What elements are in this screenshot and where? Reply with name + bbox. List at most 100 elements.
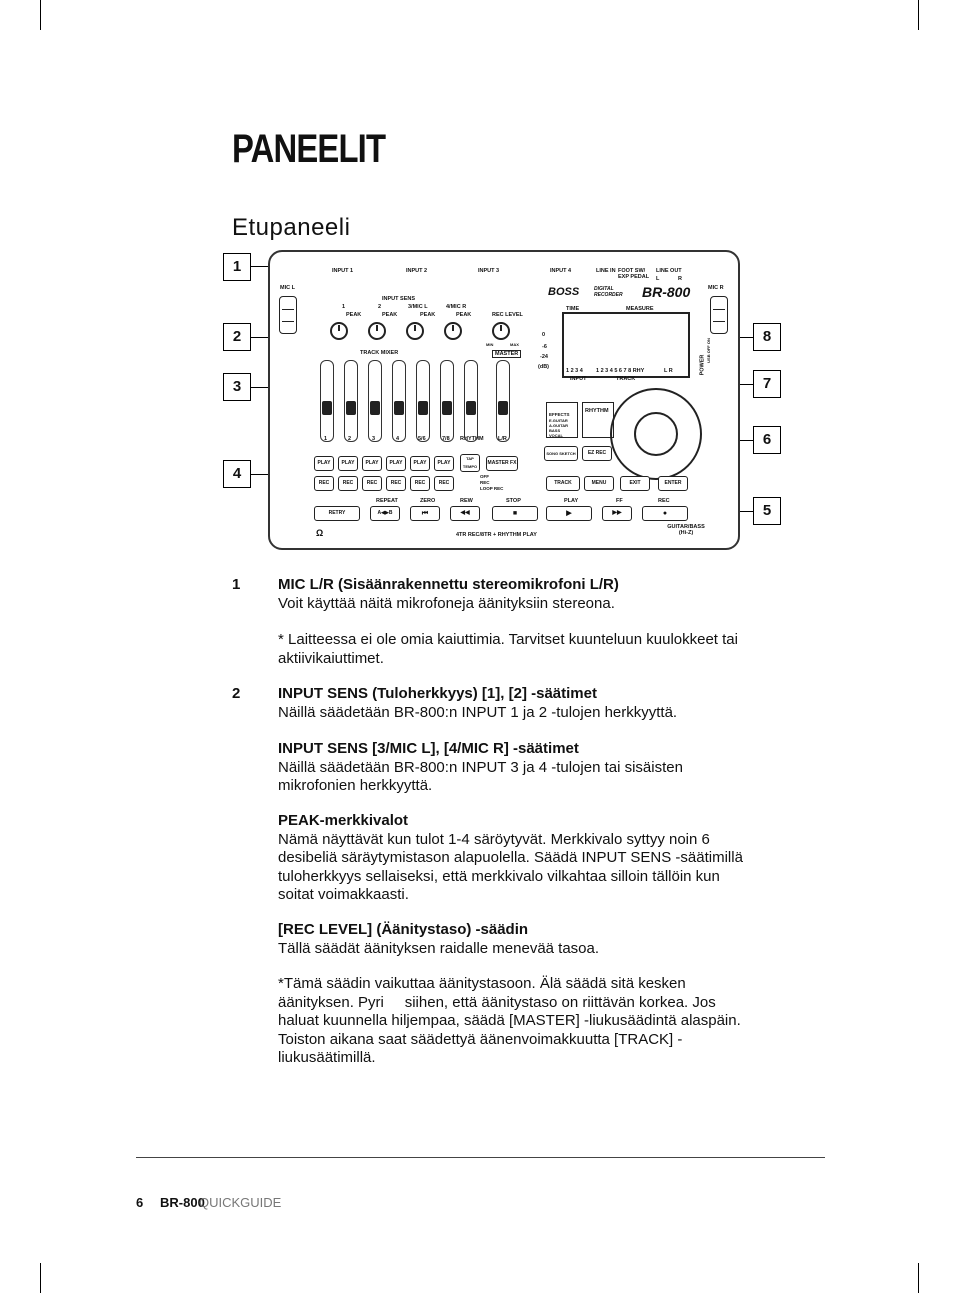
screen-label-measure: MEASURE	[626, 306, 654, 312]
fader-track-1	[320, 360, 334, 442]
item-number: 2	[232, 685, 241, 702]
bottom-strip-label: 4TR REC/8TR + RHYTHM PLAY	[456, 532, 537, 538]
transport-label: REPEAT	[376, 498, 398, 504]
fader-track-7-8	[440, 360, 454, 442]
input-sens-2-knob	[368, 322, 386, 340]
item-body: Voit käyttää näitä mikrofoneja äänityksi…	[278, 594, 615, 612]
effects-label: VOCAL	[549, 433, 563, 438]
play-button-4: PLAY	[386, 456, 406, 471]
meter-track-numbers: 1 2 3 4 5 6 7 8 RHY	[596, 368, 645, 374]
item-2: INPUT SENS (Tuloherkkyys) [1], [2] -säät…	[278, 685, 798, 722]
model-logo: BR-800	[642, 284, 691, 300]
fader-cap	[442, 401, 452, 415]
rec-button-5: REC	[410, 476, 430, 491]
fader-label: RHYTHM	[460, 436, 484, 442]
fader-label: 3	[372, 436, 376, 442]
max-label: MAX	[510, 342, 519, 347]
transport-label: REC	[658, 498, 670, 504]
jack-label: L	[656, 276, 660, 282]
jack-label: INPUT 1	[332, 268, 354, 274]
knob-label: 3/MIC L	[408, 304, 428, 310]
effects-label: E.GUITAR	[549, 418, 568, 423]
item-body: Näillä säädetään BR-800:n INPUT 1 ja 2 -…	[278, 703, 678, 721]
play-button-6: PLAY	[434, 456, 454, 471]
fader-cap	[394, 401, 404, 415]
meter-scale: 0	[542, 332, 546, 338]
transport-label: FF	[616, 498, 623, 504]
fader-label: 2	[348, 436, 352, 442]
track-mixer-label: TRACK MIXER	[360, 350, 399, 356]
loop-mode-label: REC	[480, 480, 490, 485]
power-label: POWER	[699, 354, 706, 376]
knob-label: 2	[378, 304, 382, 310]
track-button: TRACK	[546, 476, 580, 491]
item-heading: MIC L/R (Sisäänrakennettu stereomikrofon…	[278, 576, 619, 593]
retry-button: RETRY	[314, 506, 360, 521]
section-subtitle: Etupaneeli	[232, 214, 351, 241]
usb-label: USB OFF ON	[705, 338, 711, 363]
footer-page-number: 6	[136, 1195, 144, 1210]
transport-label: PLAY	[564, 498, 579, 504]
jack-label: INPUT 4	[550, 268, 572, 274]
knob-label: 1	[342, 304, 346, 310]
footer-rule	[136, 1157, 825, 1158]
ff-button: ▶▶	[602, 506, 632, 521]
callout-6: 6	[753, 426, 781, 454]
crop-mark	[40, 1263, 41, 1293]
item-2b: INPUT SENS [3/MIC L], [4/MIC R] -säätime…	[278, 740, 748, 796]
song-sketch-button: SONG SKETCH	[544, 446, 578, 461]
zero-button: ⏮	[410, 506, 440, 521]
rec-button-1: REC	[314, 476, 334, 491]
fader-cap	[498, 401, 508, 415]
brand-logo: BOSS	[548, 286, 580, 298]
fader-track-5-6	[416, 360, 430, 442]
fader-track-2	[344, 360, 358, 442]
cursor-dial	[610, 388, 702, 480]
rec-level-knob	[492, 322, 510, 340]
guitar-bass-label: GUITAR/BASS (Hi-Z)	[667, 524, 705, 536]
item-body: Näillä säädetään BR-800:n INPUT 3 ja 4 -…	[278, 758, 683, 795]
item-heading: INPUT SENS (Tuloherkkyys) [1], [2] -säät…	[278, 685, 597, 702]
input-sens-4-knob	[444, 322, 462, 340]
mic-l-label: MIC L	[280, 285, 295, 291]
jack-label: R	[678, 276, 682, 282]
crop-mark	[918, 0, 919, 30]
callout-2: 2	[223, 323, 251, 351]
rec-button-2: REC	[338, 476, 358, 491]
rew-button: ◀◀	[450, 506, 480, 521]
item-peak: PEAK-merkkivalot Nämä näyttävät kun tulo…	[278, 812, 756, 905]
fader-label: 5/6	[418, 436, 426, 442]
meter-scale: -24	[540, 354, 548, 360]
input-sens-label: INPUT SENS	[382, 296, 416, 302]
jack-label: INPUT 3	[478, 268, 500, 274]
peak-label: PEAK	[382, 312, 398, 318]
fader-cap	[418, 401, 428, 415]
mic-r-label: MIC R	[708, 285, 724, 291]
item-heading: PEAK-merkkivalot	[278, 812, 409, 829]
meter-track-label: TRACK	[616, 376, 636, 382]
peak-label: PEAK	[346, 312, 362, 318]
fader-cap	[322, 401, 332, 415]
master-fx-button: MASTER FX	[486, 456, 518, 471]
knob-label: 4/MIC R	[446, 304, 467, 310]
fader-label: 7/8	[442, 436, 450, 442]
play-transport-button: ▶	[546, 506, 592, 521]
exit-button: EXIT	[620, 476, 650, 491]
peak-label: PEAK	[420, 312, 436, 318]
headphone-icon: Ω	[316, 528, 324, 538]
enter-button: ENTER	[658, 476, 688, 491]
item-body: Tällä säädät äänityksen raidalle menevää…	[278, 939, 600, 957]
input-sens-3-knob	[406, 322, 424, 340]
transport-label: STOP	[506, 498, 521, 504]
meter-track-numbers: L R	[664, 368, 673, 374]
fader-label: 1	[324, 436, 328, 442]
fader-cap	[346, 401, 356, 415]
effects-label: EFFECTS	[549, 412, 570, 417]
meter-scale: (dB)	[538, 364, 549, 370]
fader-label: L/R	[498, 436, 507, 442]
callout-3: 3	[223, 373, 251, 401]
crop-mark	[40, 0, 41, 30]
input-sens-1-knob	[330, 322, 348, 340]
mic-r-grill	[710, 296, 728, 334]
callout-4: 4	[223, 460, 251, 488]
